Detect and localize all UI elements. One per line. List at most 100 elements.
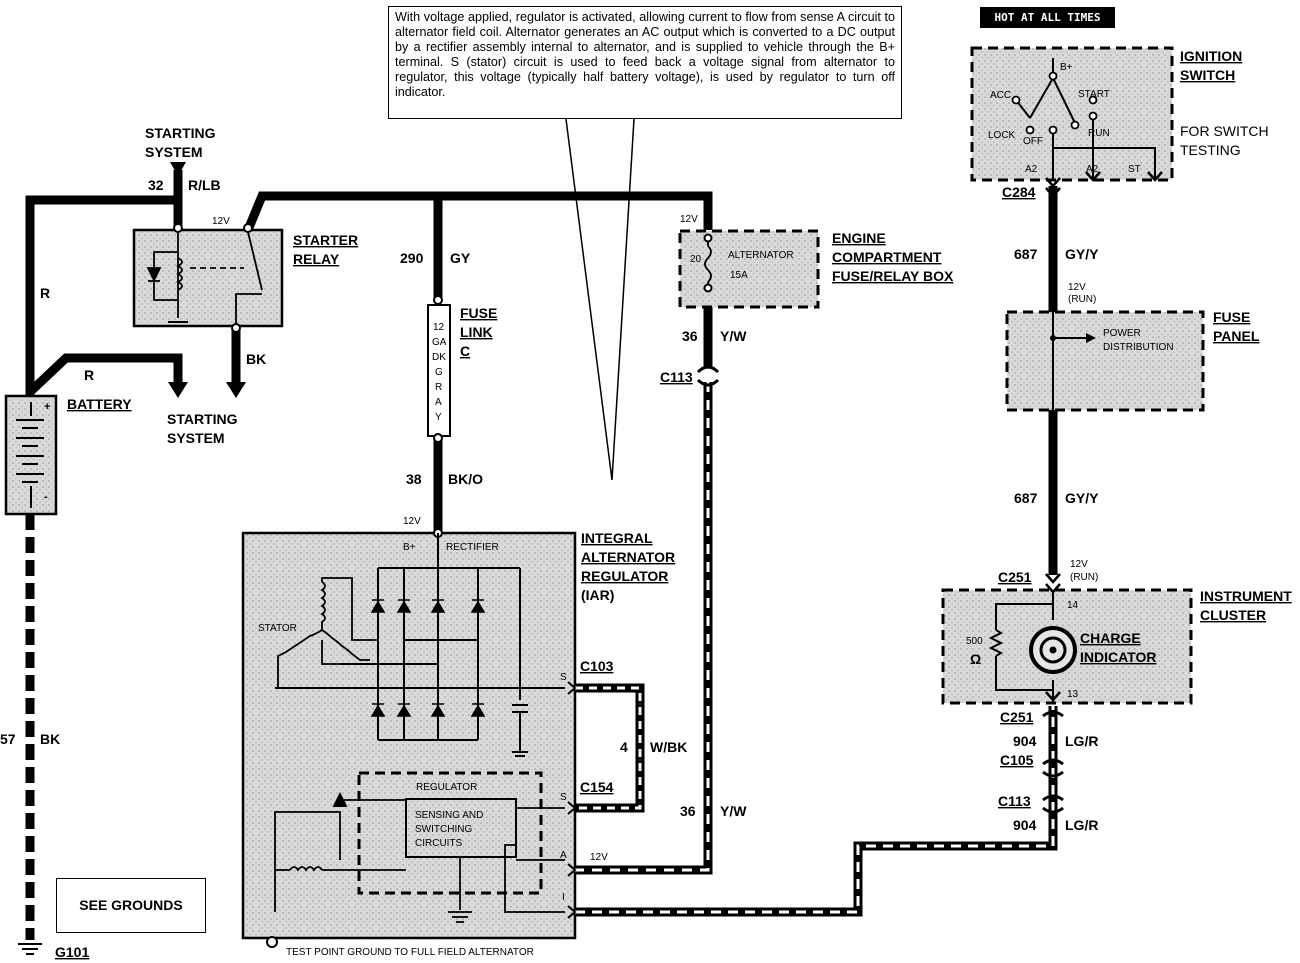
- alternator-pin-chevrons: [567, 681, 577, 919]
- label-iar: INTEGRAL: [581, 530, 653, 546]
- fuse-panel-box: [1005, 310, 1205, 412]
- svg-text:SENSING AND: SENSING AND: [415, 810, 483, 821]
- charge-indicator-lamp: [1029, 626, 1077, 674]
- description-callout: With voltage applied, regulator is activ…: [388, 6, 902, 119]
- svg-text:SWITCHING: SWITCHING: [415, 824, 472, 835]
- starter-relay-box: [132, 228, 284, 328]
- svg-text:12V: 12V: [403, 516, 421, 527]
- regulator-box: [357, 771, 543, 895]
- svg-text:500: 500: [966, 636, 983, 647]
- stator-windings: [277, 577, 378, 688]
- svg-text:PANEL: PANEL: [1213, 328, 1260, 344]
- svg-text:ALTERNATOR: ALTERNATOR: [581, 549, 675, 565]
- svg-text:14: 14: [1067, 600, 1079, 611]
- svg-text:I: I: [562, 892, 565, 903]
- labels: STARTING SYSTEM 32 R/LB 12V STARTER RELA…: [0, 48, 1292, 960]
- label-fuse-link: FUSE: [460, 305, 497, 321]
- svg-text:RECTIFIER: RECTIFIER: [446, 542, 499, 553]
- svg-text:BK/O: BK/O: [448, 471, 483, 487]
- svg-text:12V: 12V: [680, 214, 698, 225]
- svg-text:GY/Y: GY/Y: [1065, 490, 1099, 506]
- svg-text:Y/W: Y/W: [720, 803, 747, 819]
- svg-text:13: 13: [1067, 689, 1079, 700]
- svg-text:LG/R: LG/R: [1065, 817, 1098, 833]
- svg-text:STATOR: STATOR: [258, 623, 297, 634]
- svg-text:W/BK: W/BK: [650, 739, 687, 755]
- svg-text:TESTING: TESTING: [1180, 142, 1241, 158]
- svg-text:(IAR): (IAR): [581, 587, 614, 603]
- svg-text:LOCK: LOCK: [988, 130, 1016, 141]
- svg-text:STARTING: STARTING: [167, 411, 238, 427]
- svg-text:ALTERNATOR: ALTERNATOR: [728, 250, 794, 261]
- battery-cells: [16, 402, 44, 508]
- svg-text:GY/Y: GY/Y: [1065, 246, 1099, 262]
- wire-lg-r: [575, 706, 1058, 917]
- label-g101: G101: [55, 944, 89, 960]
- svg-text:Y: Y: [435, 412, 442, 423]
- ground-symbol: [18, 943, 42, 955]
- svg-text:OFF: OFF: [1023, 136, 1043, 147]
- wire-y-w: [575, 382, 713, 875]
- engine-fuse-box: [678, 229, 820, 309]
- svg-text:904: 904: [1013, 817, 1037, 833]
- svg-text:COMPARTMENT: COMPARTMENT: [832, 249, 942, 265]
- svg-text:C113: C113: [660, 369, 693, 385]
- svg-text:GY: GY: [450, 250, 471, 266]
- see-grounds-box: SEE GROUNDS: [56, 878, 206, 933]
- svg-text:FOR SWITCH: FOR SWITCH: [1180, 123, 1269, 139]
- svg-text:TEST POINT GROUND TO FULL FIEL: TEST POINT GROUND TO FULL FIELD ALTERNAT…: [286, 947, 534, 958]
- label-fuse-panel: FUSE: [1213, 309, 1250, 325]
- label-charge-indicator: CHARGE: [1080, 630, 1141, 646]
- svg-text:A: A: [435, 397, 442, 408]
- svg-text:687: 687: [1014, 246, 1038, 262]
- svg-text:C154: C154: [580, 779, 614, 795]
- svg-text:(RUN): (RUN): [1070, 572, 1098, 583]
- svg-text:DISTRIBUTION: DISTRIBUTION: [1103, 342, 1174, 353]
- svg-text:12V: 12V: [590, 852, 608, 863]
- svg-text:C251: C251: [998, 569, 1032, 585]
- svg-text:SWITCH: SWITCH: [1180, 67, 1235, 83]
- svg-text:-: -: [44, 491, 48, 503]
- svg-text:36: 36: [682, 328, 698, 344]
- svg-text:20: 20: [690, 254, 702, 265]
- svg-text:C105: C105: [1000, 752, 1034, 768]
- svg-text:REGULATOR: REGULATOR: [416, 782, 477, 793]
- svg-text:GA: GA: [432, 337, 447, 348]
- svg-text:R: R: [435, 382, 442, 393]
- svg-text:12: 12: [433, 322, 445, 333]
- svg-text:INDICATOR: INDICATOR: [1080, 649, 1156, 665]
- svg-text:12V: 12V: [1068, 282, 1086, 293]
- label-starting-system-top: STARTING: [145, 125, 216, 141]
- svg-text:(RUN): (RUN): [1068, 294, 1096, 305]
- svg-text:C: C: [460, 343, 470, 359]
- svg-text:687: 687: [1014, 490, 1038, 506]
- svg-text:C113: C113: [998, 793, 1031, 809]
- svg-text:C103: C103: [580, 658, 614, 674]
- svg-text:SYSTEM: SYSTEM: [145, 144, 203, 160]
- svg-text:B+: B+: [403, 542, 416, 553]
- label-instrument-cluster: INSTRUMENT: [1200, 588, 1292, 604]
- svg-text:A2: A2: [1086, 164, 1099, 175]
- svg-text:SYSTEM: SYSTEM: [167, 430, 225, 446]
- svg-text:12V: 12V: [1070, 559, 1088, 570]
- label-starter-relay: STARTER: [293, 232, 358, 248]
- jumper-wire-w-bk: [575, 683, 645, 813]
- label-battery: BATTERY: [67, 396, 132, 412]
- svg-text:C284: C284: [1002, 184, 1036, 200]
- callout-pointer: [565, 118, 635, 481]
- svg-text:ST: ST: [1128, 164, 1141, 175]
- rectifier-bridge: [275, 533, 565, 757]
- svg-text:DK: DK: [432, 352, 446, 363]
- svg-text:RUN: RUN: [1088, 128, 1110, 139]
- svg-text:R/LB: R/LB: [188, 177, 221, 193]
- svg-text:R: R: [84, 367, 94, 383]
- sensing-circuits-box: [405, 798, 517, 858]
- svg-text:S: S: [560, 792, 567, 803]
- svg-text:Ω: Ω: [970, 651, 981, 667]
- diodes: [370, 599, 486, 717]
- ignition-switch-internals: [1015, 58, 1156, 180]
- svg-text:LINK: LINK: [460, 324, 493, 340]
- svg-text:S: S: [560, 672, 567, 683]
- svg-text:CIRCUITS: CIRCUITS: [415, 838, 463, 849]
- svg-text:A2: A2: [1025, 164, 1038, 175]
